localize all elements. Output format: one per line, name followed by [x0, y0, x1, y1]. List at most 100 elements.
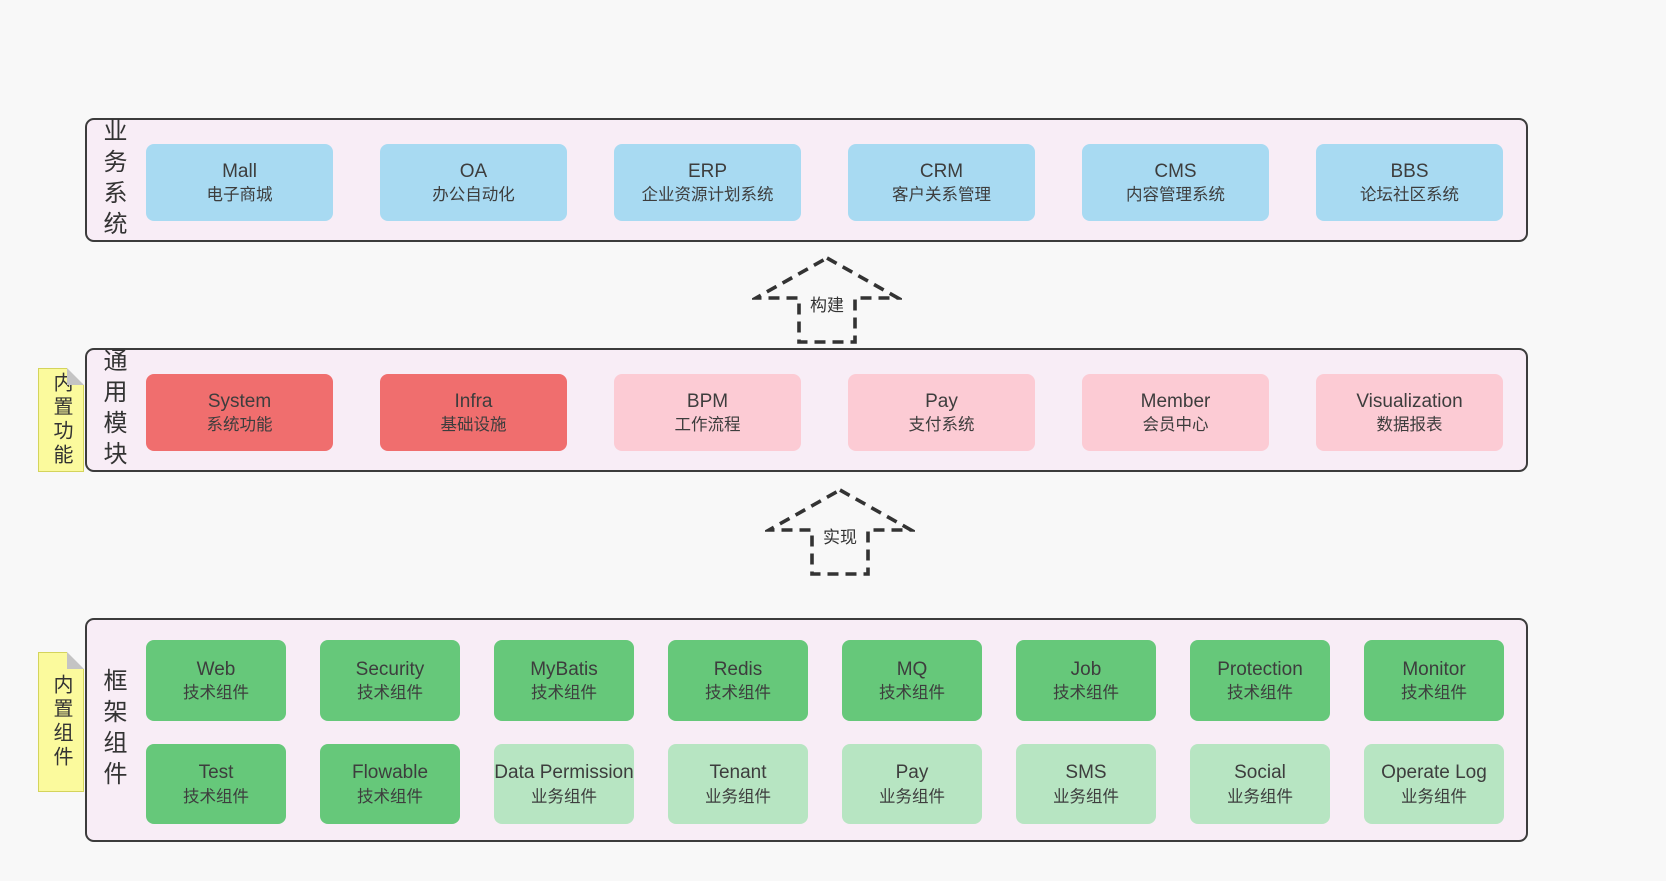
box-job: Job 技术组件 [1016, 640, 1156, 721]
box-title: Visualization [1356, 390, 1463, 412]
box-bbs: BBS 论坛社区系统 [1316, 144, 1503, 221]
box-title: Data Permission [494, 762, 634, 784]
box-sms: SMS 业务组件 [1016, 744, 1156, 824]
box-title: Social [1234, 762, 1286, 784]
box-oa: OA 办公自动化 [380, 144, 567, 221]
box-mybatis: MyBatis 技术组件 [494, 640, 634, 721]
box-subtitle: 数据报表 [1376, 416, 1443, 435]
box-tenant: Tenant 业务组件 [668, 744, 808, 824]
box-operate-log: Operate Log 业务组件 [1364, 744, 1504, 824]
box-subtitle: 技术组件 [531, 684, 597, 703]
note-text: 内置组件 [50, 674, 72, 770]
box-subtitle: 办公自动化 [432, 186, 515, 205]
box-visualization: Visualization 数据报表 [1316, 374, 1503, 451]
box-title: Test [198, 762, 234, 784]
note-built-in-features: 内置功能 [38, 368, 84, 472]
box-bpm: BPM 工作流程 [614, 374, 801, 451]
box-subtitle: 客户关系管理 [892, 186, 991, 205]
layer-business-systems: 业务系统 Mall 电子商城 OA 办公自动化 ERP 企业资源计划系统 CRM… [85, 118, 1528, 242]
box-subtitle: 基础设施 [440, 416, 507, 435]
box-title: Tenant [709, 762, 767, 784]
box-title: MQ [896, 658, 928, 680]
box-erp: ERP 企业资源计划系统 [614, 144, 801, 221]
box-subtitle: 业务组件 [531, 787, 597, 806]
box-subtitle: 技术组件 [1401, 684, 1467, 703]
box-title: Operate Log [1381, 762, 1487, 784]
layer-business-label: 业务系统 [99, 118, 126, 242]
box-subtitle: 业务组件 [1227, 787, 1293, 806]
note-built-in-components: 内置组件 [38, 652, 84, 792]
box-title: ERP [687, 160, 728, 182]
box-title: System [207, 390, 272, 412]
box-title: Pay [925, 390, 958, 412]
box-subtitle: 技术组件 [879, 684, 945, 703]
box-social: Social 业务组件 [1190, 744, 1330, 824]
box-title: BPM [686, 390, 729, 412]
box-title: BBS [1390, 160, 1429, 182]
box-subtitle: 业务组件 [879, 787, 945, 806]
box-mq: MQ 技术组件 [842, 640, 982, 721]
arrow-implement: 实现 [765, 486, 915, 578]
box-subtitle: 技术组件 [357, 684, 423, 703]
box-subtitle: 企业资源计划系统 [641, 186, 774, 205]
business-box-row: Mall 电子商城 OA 办公自动化 ERP 企业资源计划系统 CRM 客户关系… [146, 144, 1503, 221]
box-subtitle: 技术组件 [1053, 684, 1119, 703]
box-title: CRM [919, 160, 964, 182]
box-subtitle: 电子商城 [206, 186, 273, 205]
layer-common-modules: 通用模块 System 系统功能 Infra 基础设施 BPM 工作流程 Pay… [85, 348, 1528, 472]
box-subtitle: 业务组件 [1401, 787, 1467, 806]
box-subtitle: 论坛社区系统 [1360, 186, 1459, 205]
box-title: Redis [713, 658, 763, 680]
box-mall: Mall 电子商城 [146, 144, 333, 221]
box-subtitle: 技术组件 [705, 684, 771, 703]
box-title: Web [196, 658, 236, 680]
layer-framework-components: 框架组件 Web 技术组件 Security 技术组件 MyBatis 技术组件… [85, 618, 1528, 842]
box-system: System 系统功能 [146, 374, 333, 451]
box-title: Mall [222, 160, 257, 182]
framework-row-2: Test 技术组件 Flowable 技术组件 Data Permission … [146, 744, 1504, 824]
box-subtitle: 技术组件 [183, 787, 249, 806]
box-subtitle: 会员中心 [1142, 416, 1209, 435]
box-data-permission: Data Permission 业务组件 [494, 744, 634, 824]
box-title: Member [1140, 390, 1211, 412]
box-pay: Pay 支付系统 [848, 374, 1035, 451]
box-web: Web 技术组件 [146, 640, 286, 721]
box-member: Member 会员中心 [1082, 374, 1269, 451]
box-title: Pay [895, 762, 929, 784]
box-subtitle: 内容管理系统 [1126, 186, 1225, 205]
note-text: 内置功能 [50, 372, 72, 468]
box-title: OA [459, 160, 488, 182]
box-title: Monitor [1402, 658, 1466, 680]
box-title: Flowable [351, 762, 429, 784]
box-subtitle: 技术组件 [357, 787, 423, 806]
box-title: Job [1070, 658, 1102, 680]
box-test: Test 技术组件 [146, 744, 286, 824]
box-redis: Redis 技术组件 [668, 640, 808, 721]
box-monitor: Monitor 技术组件 [1364, 640, 1504, 721]
layer-modules-label: 通用模块 [99, 348, 126, 472]
framework-row-1: Web 技术组件 Security 技术组件 MyBatis 技术组件 Redi… [146, 640, 1504, 721]
box-subtitle: 业务组件 [705, 787, 771, 806]
box-subtitle: 系统功能 [206, 416, 273, 435]
box-title: Infra [454, 390, 493, 412]
box-subtitle: 工作流程 [674, 416, 741, 435]
box-security: Security 技术组件 [320, 640, 460, 721]
box-subtitle: 技术组件 [183, 684, 249, 703]
box-crm: CRM 客户关系管理 [848, 144, 1035, 221]
arrow-implement-label: 实现 [820, 522, 860, 549]
box-subtitle: 业务组件 [1053, 787, 1119, 806]
modules-box-row: System 系统功能 Infra 基础设施 BPM 工作流程 Pay 支付系统… [146, 374, 1503, 451]
layer-framework-label: 框架组件 [99, 668, 126, 792]
box-flowable: Flowable 技术组件 [320, 744, 460, 824]
box-title: MyBatis [530, 658, 598, 680]
box-title: CMS [1154, 160, 1197, 182]
box-pay-biz: Pay 业务组件 [842, 744, 982, 824]
box-protection: Protection 技术组件 [1190, 640, 1330, 721]
box-title: Security [355, 658, 425, 680]
box-title: Protection [1217, 658, 1303, 680]
box-title: SMS [1065, 762, 1107, 784]
box-infra: Infra 基础设施 [380, 374, 567, 451]
box-cms: CMS 内容管理系统 [1082, 144, 1269, 221]
arrow-build: 构建 [752, 254, 902, 346]
